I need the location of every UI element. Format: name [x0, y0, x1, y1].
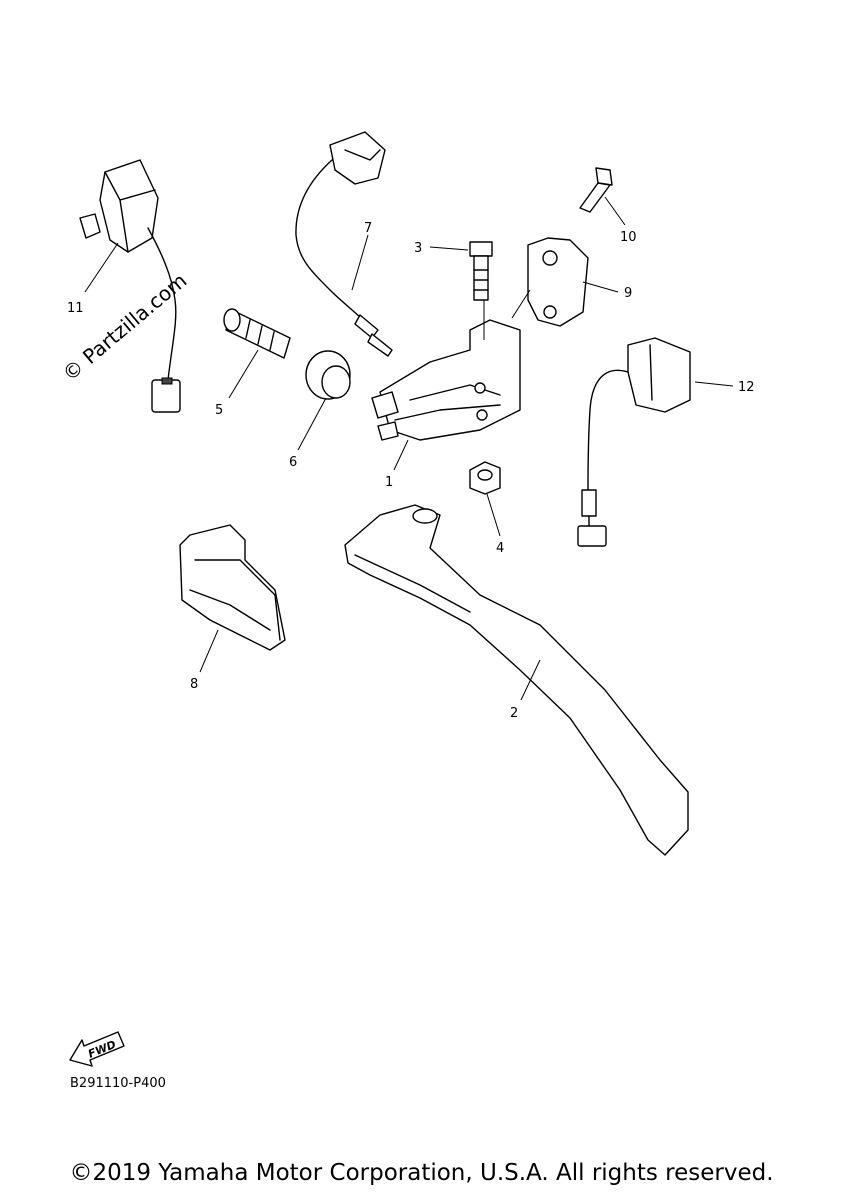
- callout-9: 9: [624, 286, 632, 301]
- diagram-code: B291110-P400: [70, 1076, 166, 1091]
- part-10-bolt: [579, 167, 613, 213]
- callout-10: 10: [620, 230, 637, 245]
- callout-numbers: 11 7 3 10 9 12 5 6 1 4 8 2: [67, 221, 755, 721]
- callout-3: 3: [414, 241, 422, 256]
- part-8-guard: [179, 524, 286, 651]
- callout-12: 12: [738, 380, 755, 395]
- part-1-lever-holder: [371, 319, 521, 441]
- callout-5: 5: [215, 403, 223, 418]
- part-5-adjuster: [223, 308, 291, 359]
- callout-11: 11: [67, 301, 84, 316]
- part-12-switch: [577, 337, 691, 547]
- callout-4: 4: [496, 541, 504, 556]
- copyright-notice: ©2019 Yamaha Motor Corporation, U.S.A. A…: [69, 1160, 774, 1186]
- part-2-lever: [344, 504, 689, 856]
- fwd-arrow-icon: FWD: [69, 1031, 125, 1067]
- part-11-switch: [79, 159, 181, 413]
- part-4-nut: [469, 461, 501, 495]
- callout-8: 8: [190, 677, 198, 692]
- watermark-text: © Partzilla.com: [58, 268, 192, 386]
- callout-6: 6: [289, 455, 297, 470]
- callout-1: 1: [385, 475, 393, 490]
- callout-7: 7: [364, 221, 372, 236]
- part-6-locknut: [305, 350, 351, 400]
- part-9-clamp: [527, 237, 589, 327]
- callout-2: 2: [510, 706, 518, 721]
- fwd-label: FWD: [86, 1038, 118, 1061]
- part-7-cable-switch: [295, 131, 393, 357]
- leader-lines: [84, 196, 734, 701]
- part-3-bolt: [469, 241, 493, 301]
